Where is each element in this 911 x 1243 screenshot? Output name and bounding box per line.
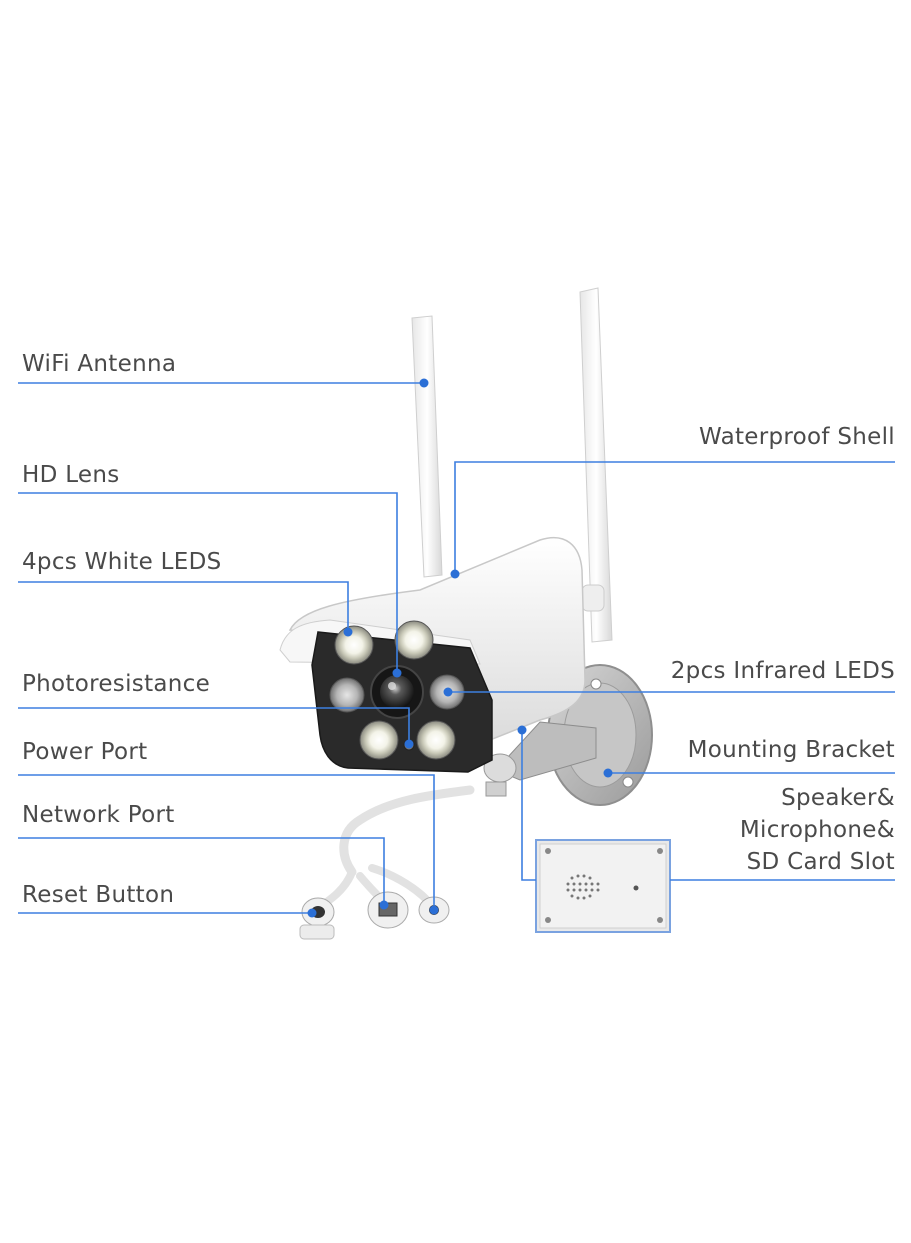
speaker-panel [535,839,671,933]
leader-network-port [18,837,385,905]
leader-speaker-to-camera [521,730,536,881]
leader-dot-white-leds [343,627,353,637]
leader-dot-waterproof-shell [450,569,460,579]
label-speaker-line-3: SD Card Slot [746,849,895,875]
label-network-port: Network Port [22,802,175,828]
leader-dot-mounting-bracket [603,768,613,778]
leader-waterproof-shell [454,461,895,574]
leader-dot-photoresistance [404,739,414,749]
label-power-port: Power Port [22,739,148,765]
label-speaker-line-2: Microphone& [739,817,895,843]
wifi-antennas [411,287,613,643]
leader-lines [18,378,895,918]
label-waterproof-shell: Waterproof Shell [699,424,895,450]
leader-white-leds [18,581,349,632]
leader-dot-hd-lens [392,668,402,678]
white-led [334,620,456,760]
leader-dot-network-port [379,900,389,910]
leader-hd-lens [18,492,398,673]
label-reset-button: Reset Button [22,882,175,908]
label-mounting-bracket: Mounting Bracket [687,737,895,763]
label-infrared-leds: 2pcs Infrared LEDS [670,658,895,684]
leader-photoresistance [18,707,410,744]
label-white-leds: 4pcs White LEDS [22,549,222,575]
label-speaker-line-1: Speaker& [781,785,895,811]
leader-power-port [18,774,435,910]
connectors [299,891,450,940]
label-photoresistance: Photoresistance [22,671,211,697]
leader-dot-reset-button [307,908,317,918]
leader-dot-infrared-leds [443,687,453,697]
cables [314,785,475,912]
leader-dot-wifi-antenna [419,378,429,388]
leader-dot-speaker-panel [517,725,527,735]
leader-dot-power-port [429,905,439,915]
label-hd-lens: HD Lens [22,462,120,488]
label-wifi-antenna: WiFi Antenna [22,351,177,377]
